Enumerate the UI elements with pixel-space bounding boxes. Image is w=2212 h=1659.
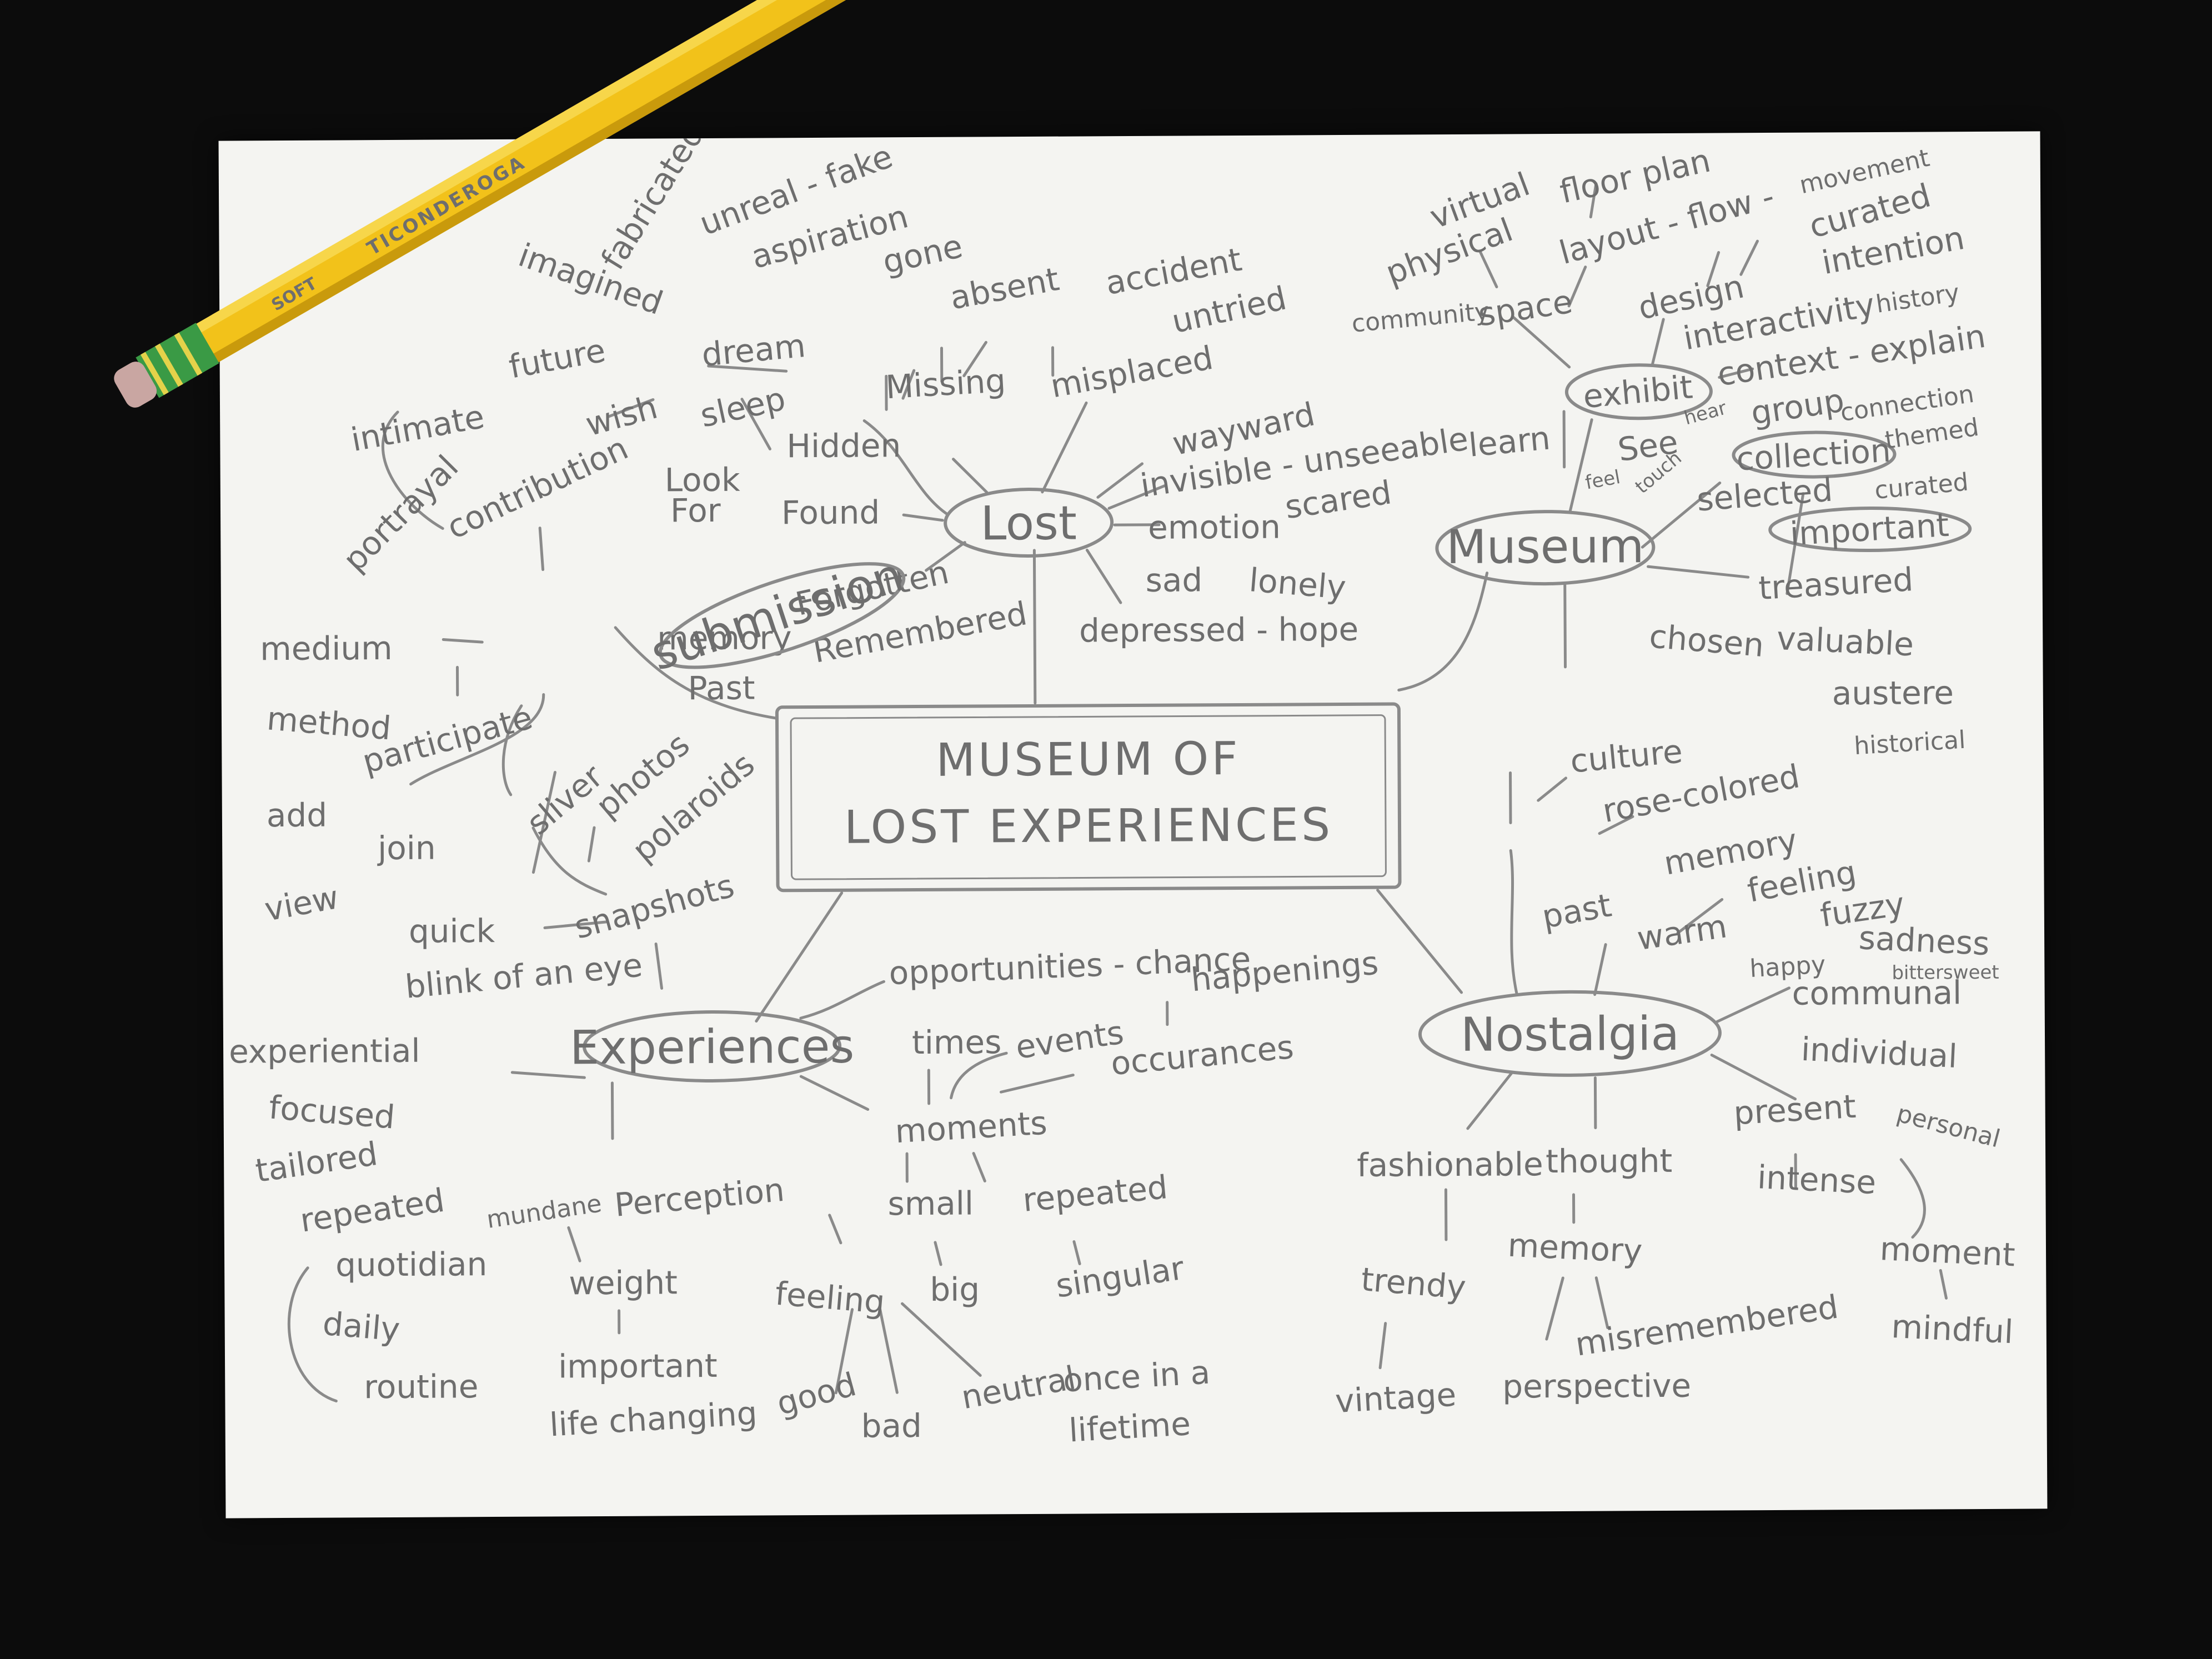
word-vintage: vintage [1334, 1376, 1457, 1420]
word-present: present [1733, 1087, 1857, 1132]
center-title-line1: MUSEUM OF [936, 733, 1241, 787]
word-past: Past [688, 669, 755, 708]
word-quotidian: quotidian [335, 1245, 488, 1284]
word-feeling: feeling [774, 1275, 886, 1321]
word-lonely: lonely [1248, 561, 1347, 607]
word-small: small [887, 1185, 974, 1223]
word-quick: quick [409, 912, 495, 950]
word-important: important [558, 1347, 718, 1385]
word-chosen: chosen [1648, 617, 1765, 664]
word-bad: bad [861, 1407, 922, 1445]
word-sad: sad [1146, 561, 1203, 599]
word-historical: historical [1853, 726, 1967, 760]
word-found: Found [781, 493, 880, 532]
word-depressed-hope: depressed - hope [1079, 610, 1358, 650]
word-trendy: trendy [1360, 1260, 1467, 1306]
word-intense: intense [1757, 1158, 1877, 1201]
word-routine: routine [364, 1367, 478, 1406]
word-for: For [670, 492, 721, 529]
word-see: See [1616, 423, 1681, 469]
connectors [614, 549, 1489, 1023]
word-lifetime: lifetime [1068, 1405, 1192, 1450]
word-communal: communal [1792, 974, 1962, 1013]
museum-hub: Museum [1446, 519, 1644, 574]
center-title-line2: LOST EXPERIENCES [844, 799, 1333, 854]
word-moment: moment [1879, 1230, 2016, 1274]
pencil-eraser [114, 362, 157, 408]
word-treasured: treasured [1758, 560, 1914, 607]
word-times: times [912, 1023, 1002, 1061]
word-experiential: experiential [229, 1032, 420, 1071]
center-box: MUSEUM OF LOST EXPERIENCES [775, 702, 1402, 893]
word-important: important [1789, 506, 1950, 553]
collection-ellipse [1732, 430, 1897, 479]
word-weight: weight [569, 1264, 678, 1302]
word-fashionable: fashionable [1357, 1145, 1543, 1184]
word-look: Look [665, 461, 741, 499]
word-bittersweet: bittersweet [1892, 961, 1999, 984]
exhibit-ellipse [1564, 363, 1713, 420]
word-once-in-a: once in a [1062, 1353, 1211, 1399]
word-moments: moments [894, 1104, 1048, 1151]
word-add: add [267, 796, 328, 835]
word-big: big [930, 1270, 980, 1308]
word-learn: learn [1467, 419, 1552, 464]
word-daily: daily [322, 1305, 402, 1349]
experiences-hub: Experiences [570, 1019, 855, 1075]
lost-hub: Lost [980, 496, 1077, 551]
word-individual: individual [1800, 1030, 1958, 1075]
submission-hub-ellipse [658, 562, 906, 669]
experiences-hub-ellipse [583, 1010, 842, 1082]
nostalgia-hub: Nostalgia [1461, 1006, 1679, 1062]
pencil-brand: TICONDEROGA [363, 151, 530, 260]
word-join: join [377, 829, 436, 868]
mind-map: MUSEUM OF LOST EXPERIENCES Lost [229, 117, 2016, 1450]
word-mindful: mindful [1890, 1307, 2014, 1351]
word-austere: austere [1832, 674, 1954, 712]
word-sadness: sadness [1858, 919, 1990, 963]
word-valuable: valuable [1776, 619, 1915, 664]
sketch-paper: MUSEUM OF LOST EXPERIENCES Lost [218, 117, 2048, 1518]
word-memory2: memory [1507, 1226, 1643, 1270]
word-happy: happy [1749, 950, 1826, 983]
museum-hub-ellipse [1435, 510, 1656, 586]
nostalgia-hub-ellipse [1418, 990, 1722, 1077]
lost-hub-ellipse [944, 487, 1114, 558]
pencil-body [194, 0, 851, 364]
word-missing: Missing [885, 362, 1007, 406]
word-collection: collection [1736, 432, 1892, 478]
word-emotion: emotion [1148, 508, 1281, 547]
word-hidden: Hidden [786, 427, 901, 465]
word-medium: medium [260, 629, 393, 668]
word-thought: thought [1546, 1142, 1672, 1180]
important-ellipse [1768, 507, 1972, 553]
word-perspective: perspective [1502, 1367, 1691, 1406]
